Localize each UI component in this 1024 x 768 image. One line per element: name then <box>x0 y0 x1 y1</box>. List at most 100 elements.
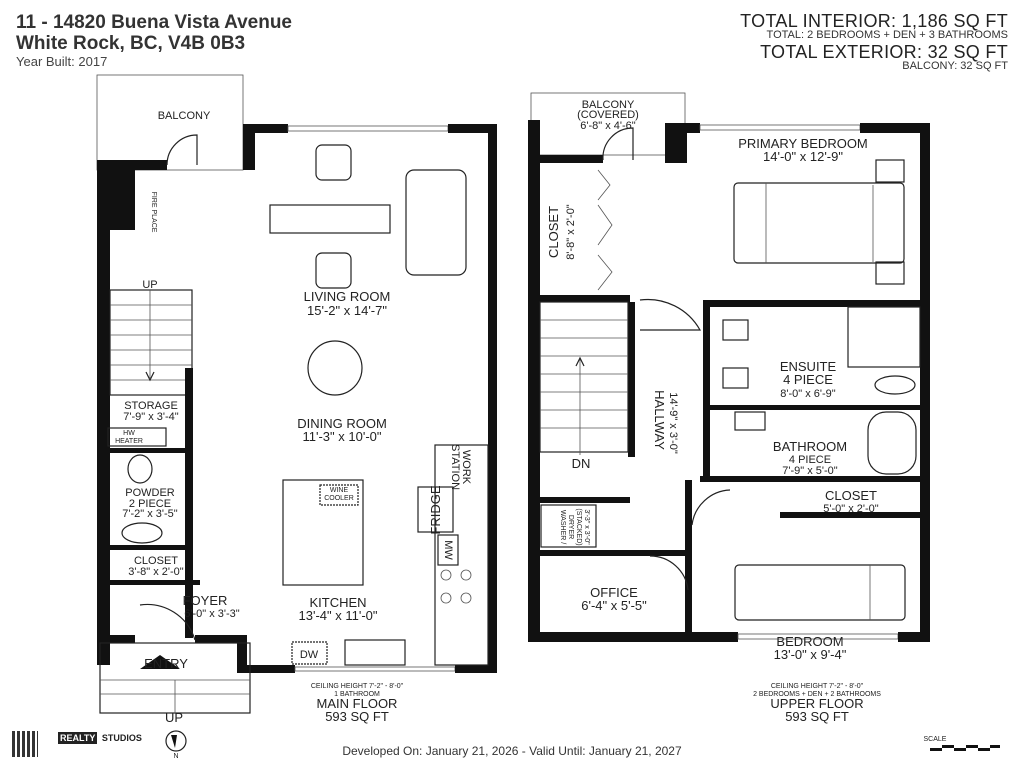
hallway-name: HALLWAY <box>652 390 667 450</box>
door-swing <box>139 603 196 641</box>
wall <box>97 635 135 643</box>
storage-name: STORAGE <box>124 400 178 412</box>
bathroom-type: 4 PIECE <box>789 454 831 466</box>
wall <box>110 545 190 550</box>
wall <box>920 123 930 642</box>
total-rooms: TOTAL: 2 BEDROOMS + DEN + 3 BATHROOMS <box>766 29 1008 41</box>
scale-bar: SCALE <box>924 736 1000 751</box>
wall <box>703 300 920 307</box>
door-swing <box>602 127 634 161</box>
balcony-outline <box>96 74 244 171</box>
ensuite-sink <box>722 319 749 341</box>
office-name: OFFICE <box>590 585 638 600</box>
balcony-area: BALCONY: 32 SQ FT <box>902 60 1008 72</box>
upper-summary: 2 BEDROOMS + DEN + 2 BATHROOMS <box>753 691 881 698</box>
area-summary: TOTAL INTERIOR: 1,186 SQ FT TOTAL: 2 BED… <box>740 12 1008 74</box>
brand-a: REALTY <box>58 732 98 744</box>
upper-floor-area: 593 SQ FT <box>785 709 849 724</box>
window <box>294 666 456 672</box>
north-compass-icon: N <box>165 730 187 760</box>
dining-table <box>307 340 363 396</box>
mw-label: MW <box>442 540 454 560</box>
washer-dryer <box>540 504 597 548</box>
ensuite-sink <box>722 367 749 389</box>
wall <box>448 124 497 133</box>
entry-label: ENTRY <box>144 656 188 671</box>
wall <box>243 124 255 170</box>
station-label: STATION <box>449 444 461 490</box>
powder-type: 2 PIECE <box>129 498 171 510</box>
ensuite-dim: 8'-0" x 6'-9" <box>780 388 836 400</box>
upper-floor-plan: BALCONY (COVERED) 6'-8" x 4'-6" PRIMARY … <box>528 92 930 724</box>
hw-label-1: HW <box>123 430 135 437</box>
bedroom-bed <box>734 564 906 621</box>
stairs <box>109 289 193 396</box>
wall <box>703 300 710 480</box>
main-floor-area: 593 SQ FT <box>325 709 389 724</box>
balcony-sub: (COVERED) <box>577 109 639 121</box>
upper-floor-name: UPPER FLOOR <box>770 696 863 711</box>
sink <box>344 639 406 666</box>
closet-dim: 3'-8" x 2'-0" <box>128 566 184 578</box>
wall <box>710 405 920 410</box>
foyer-dim: 6'-0" x 3'-3" <box>184 608 240 620</box>
main-floor-name: MAIN FLOOR <box>317 696 398 711</box>
door-swing <box>691 489 731 526</box>
dishwasher <box>291 641 328 665</box>
balcony-dim: 6'-8" x 4'-6" <box>580 120 636 132</box>
wine-label-2: COOLER <box>324 495 354 502</box>
stairs-down-label: DN <box>572 456 591 471</box>
door-swing <box>639 298 702 331</box>
address-line-1: 11 - 14820 Buena Vista Avenue <box>16 12 293 33</box>
powder-dim: 7'-2" x 3'-5" <box>122 508 178 520</box>
compass-label: N <box>173 753 178 760</box>
shower <box>847 306 921 368</box>
dining-room-name: DINING ROOM <box>297 416 387 431</box>
hw-label-2: HEATER <box>115 438 143 445</box>
bathroom-name: BATHROOM <box>773 439 847 454</box>
wall <box>97 170 110 665</box>
bedroom-name: BEDROOM <box>776 634 843 649</box>
fridge-label: FRIDGE <box>428 485 443 534</box>
storage-dim: 7'-9" x 3'-4" <box>123 411 179 423</box>
hw-heater <box>107 427 167 447</box>
entry-stairs <box>99 642 251 714</box>
kitchen-dim: 13'-4" x 11'-0" <box>299 608 378 623</box>
office-dim: 6'-4" x 5'-5" <box>581 598 647 613</box>
address-line-2: White Rock, BC, V4B 0B3 <box>16 33 246 54</box>
main-floor-plan: BALCONY FIRE PLACE UP LIVING ROOM 15'-2"… <box>96 74 497 725</box>
stove <box>440 569 472 604</box>
hallway-dim: 14'-9" x 3'-0" <box>667 392 679 454</box>
wall <box>110 580 200 585</box>
wall <box>243 124 288 133</box>
year-built: Year Built: 2017 <box>16 54 108 69</box>
closet-primary-dim: 8'-8" x 2'-0" <box>565 204 577 260</box>
closet-name: CLOSET <box>825 488 877 503</box>
validity-text: Developed On: January 21, 2026 - Valid U… <box>342 744 682 758</box>
toilet <box>127 454 153 484</box>
qr-code[interactable] <box>12 731 38 757</box>
microwave <box>437 534 459 566</box>
kitchen-island <box>282 479 364 586</box>
laundry-1: WASHER / <box>559 510 566 544</box>
wall <box>665 123 700 133</box>
entry-up-label: UP <box>165 710 183 725</box>
living-room-name: LIVING ROOM <box>304 289 391 304</box>
wall <box>488 124 497 672</box>
dining-room-dim: 11'-3" x 10'-0" <box>303 429 382 444</box>
bedroom-dim: 13'-0" x 9'-4" <box>774 647 847 662</box>
door-swing <box>649 555 689 591</box>
main-ceiling: CEILING HEIGHT 7'-2" - 8'-0" <box>311 683 404 690</box>
toilet <box>874 375 916 395</box>
wall <box>185 368 193 638</box>
fireplace-label: FIRE PLACE <box>150 192 157 233</box>
wall <box>540 497 630 503</box>
wall <box>110 448 190 453</box>
sofa <box>405 169 467 276</box>
wall <box>898 632 930 642</box>
fridge <box>417 486 454 533</box>
bathroom-sink <box>734 411 766 431</box>
kitchen-name: KITCHEN <box>309 595 366 610</box>
wall <box>540 295 630 302</box>
bathroom-dim: 7'-9" x 5'-0" <box>782 465 838 477</box>
